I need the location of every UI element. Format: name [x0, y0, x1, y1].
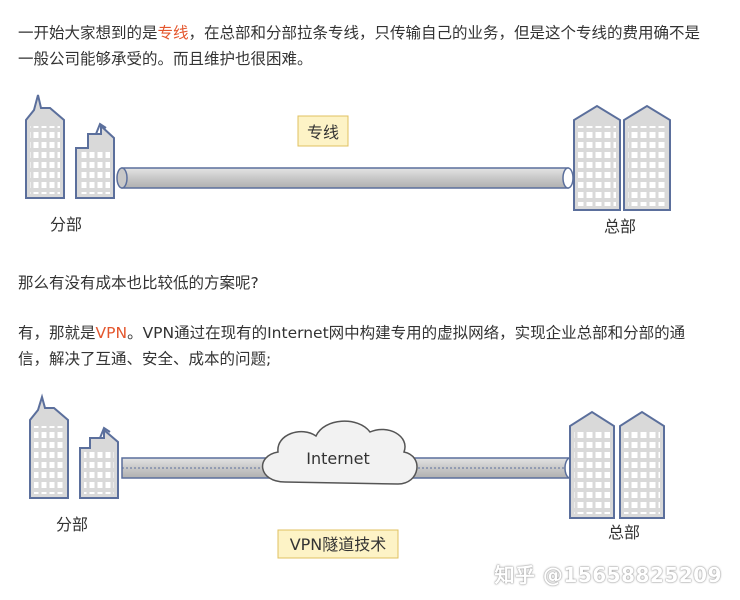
hq-label: 总部	[604, 217, 636, 236]
leased-line-label: 专线	[307, 123, 339, 142]
vpn-tunnel-label-box	[277, 529, 399, 559]
leased-line-label-box	[297, 115, 349, 147]
intro-paragraph: 一开始大家想到的是专线，在总部和分部拉条专线，只传输自己的业务，但是这个专线的费…	[18, 20, 708, 72]
hq-building-icon	[569, 410, 665, 519]
hq-label: 总部	[608, 523, 640, 542]
branch-label: 分部	[56, 515, 88, 534]
watermark: 知乎 @15658825209	[494, 563, 722, 587]
question-paragraph: 那么有没有成本也比较低的方案呢?	[18, 270, 708, 296]
vpn-diagram: 分部 Internet VPN隧道技术 总部	[29, 393, 665, 559]
vpn-tunnel-right	[397, 457, 576, 479]
vpn-paragraph: 有，那就是VPN。VPN通过在现有的Internet网中构建专用的虚拟网络，实现…	[18, 320, 708, 372]
intro-highlight: 专线	[157, 24, 189, 42]
branch-building-icon	[25, 94, 115, 199]
vpn-text-suffix: 。VPN通过在现有的Internet网中构建专用的虚拟网络，实现企业总部和分部的…	[18, 324, 686, 368]
branch-building-icon	[29, 393, 119, 499]
leased-line-pipe	[116, 167, 574, 189]
vpn-highlight: VPN	[95, 324, 128, 342]
intro-text-suffix: ，在总部和分部拉条专线，只传输自己的业务，但是这个专线的费用确不是一般公司能够承…	[18, 24, 701, 68]
hq-building-icon	[573, 104, 671, 211]
internet-label: Internet	[306, 449, 370, 468]
vpn-text-prefix: 有，那就是	[18, 324, 96, 342]
question-text: 那么有没有成本也比较低的方案呢?	[18, 274, 259, 292]
vpn-tunnel-label: VPN隧道技术	[290, 535, 387, 554]
vpn-tunnel-left	[121, 457, 273, 479]
intro-text-prefix: 一开始大家想到的是	[18, 24, 158, 42]
leased-line-diagram: 分部 专线 总部	[25, 94, 671, 236]
branch-label: 分部	[50, 215, 82, 234]
internet-cloud-icon	[261, 420, 418, 485]
